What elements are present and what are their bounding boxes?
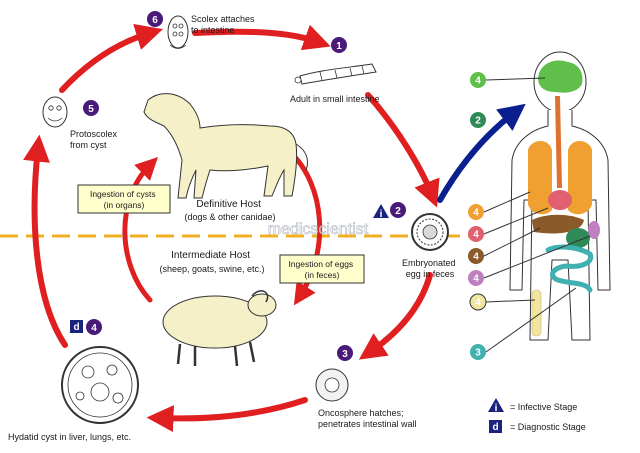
organ-marker-number: 4 (473, 252, 479, 263)
stage-badge-6: 6 (147, 11, 163, 27)
protoscolex-illustration (42, 96, 68, 128)
dog-illustration (143, 93, 309, 199)
esophagus-shape (555, 96, 562, 188)
hydatid-cyst-illustration (61, 346, 139, 424)
arrow-ingest-cysts (122, 157, 158, 303)
stage-badge-2: 2 (390, 202, 406, 218)
heart-shape (548, 190, 572, 210)
stage-number-1: 1 (336, 41, 342, 52)
organ-marker-number: 4 (473, 274, 479, 285)
stage-number-6: 6 (152, 15, 158, 26)
legend-diagnostic-item: d = Diagnostic Stage (489, 420, 586, 433)
stage-6-label: Scolex attaches to intestine (191, 14, 257, 35)
stage-5-label: Protoscolex from cyst (70, 129, 120, 150)
arrow-1-to-2 (365, 92, 440, 208)
stage-number-4: 4 (91, 323, 97, 334)
kidney-shape (588, 221, 600, 239)
arrow-4-to-5 (23, 134, 68, 348)
svg-text:d: d (73, 322, 79, 333)
arrow-6-to-1 (192, 24, 331, 51)
organ-marker-brain: 4 (470, 72, 486, 88)
stage-number-5: 5 (88, 104, 94, 115)
organ-marker-lungs: 4 (468, 204, 484, 220)
stage-badge-5: 5 (83, 100, 99, 116)
stage-badge-1: 1 (331, 37, 347, 53)
right-lung-shape (568, 140, 592, 215)
legend-diagnostic-text: = Diagnostic Stage (510, 422, 586, 432)
stage-badge-4: 4 (86, 319, 102, 335)
legend-infective-text: = Infective Stage (510, 402, 577, 412)
organ-marker-number: 4 (473, 230, 479, 241)
stage-3-label: Oncosphere hatches; penetrates intestina… (318, 408, 417, 429)
legend-infective-item: i = Infective Stage (488, 398, 577, 414)
organ-marker-route: 2 (470, 112, 486, 128)
outer-cycle-arrows (23, 23, 440, 433)
arrow-2-to-3 (358, 272, 433, 360)
embryonated-egg-illustration (411, 213, 449, 251)
definitive-host-label: Definitive Host (dogs & other canidae) (184, 199, 275, 222)
svg-text:i: i (380, 209, 383, 220)
organ-marker-number: 4 (475, 76, 481, 87)
oncosphere-illustration (315, 368, 349, 402)
arrow-5-to-6 (59, 23, 163, 93)
scolex-illustration (167, 15, 189, 49)
organ-marker-liver: 4 (468, 248, 484, 264)
organ-marker-heart: 4 (468, 226, 484, 242)
stage-1-label: Adult in small intestine (290, 94, 380, 104)
left-lung-shape (528, 140, 552, 215)
stage-labels: Scolex attaches to intestine Adult in sm… (8, 14, 458, 442)
svg-text:d: d (492, 422, 498, 433)
brain-shape (538, 60, 583, 93)
watermark-text: medicscientist (268, 221, 369, 238)
host-labels: Definitive Host (dogs & other canidae) I… (159, 199, 275, 274)
infective-badge-stage-2: i (373, 204, 389, 220)
intermediate-host-label: Intermediate Host (sheep, goats, swine, … (159, 250, 264, 274)
ingestion-eggs-box: Ingestion of eggs (in feces) (279, 254, 365, 284)
organ-leader-lines (483, 77, 591, 353)
organ-marker-kidney: 4 (468, 270, 484, 286)
svg-text:i: i (495, 403, 498, 414)
stage-2-label: Embryonated egg in feces (402, 258, 458, 279)
stage-number-2: 2 (395, 206, 401, 217)
legend: i = Infective Stage d = Diagnostic Stage (488, 398, 586, 433)
stage-number-badges: 6 1 5 2 4 3 (83, 11, 406, 361)
diagnostic-badge-stage-4: d (70, 320, 83, 333)
human-organs (528, 60, 600, 337)
organ-marker-intestine: 3 (470, 344, 486, 360)
stage-4-label: Hydatid cyst in liver, lungs, etc. (8, 432, 131, 442)
svg-text:Ingestion of eggs (in fe: Ingestion of eggs (in feces) (288, 259, 355, 280)
svg-text:Ingestion of cysts (in o: Ingestion of cysts (in organs) (90, 189, 158, 210)
intestine-shape (545, 244, 594, 293)
organ-marker-number: 2 (475, 116, 481, 127)
organ-marker-number: 4 (475, 298, 481, 309)
stage-number-3: 3 (342, 349, 348, 360)
liver-shape (532, 214, 584, 234)
organ-markers: 4 2 4 4 4 4 4 3 (468, 72, 487, 360)
ingestion-cysts-box: Ingestion of cysts (in organs) (77, 184, 171, 214)
organ-marker-number: 4 (473, 208, 479, 219)
sheep-illustration (162, 290, 277, 367)
arrow-to-human (437, 103, 526, 203)
organ-marker-number: 3 (475, 348, 481, 359)
arrow-3-to-4 (146, 397, 308, 433)
bone-shape (531, 289, 542, 337)
adult-worm-illustration (294, 63, 377, 85)
organ-marker-bone: 4 (469, 293, 487, 311)
stage-badge-3: 3 (337, 345, 353, 361)
